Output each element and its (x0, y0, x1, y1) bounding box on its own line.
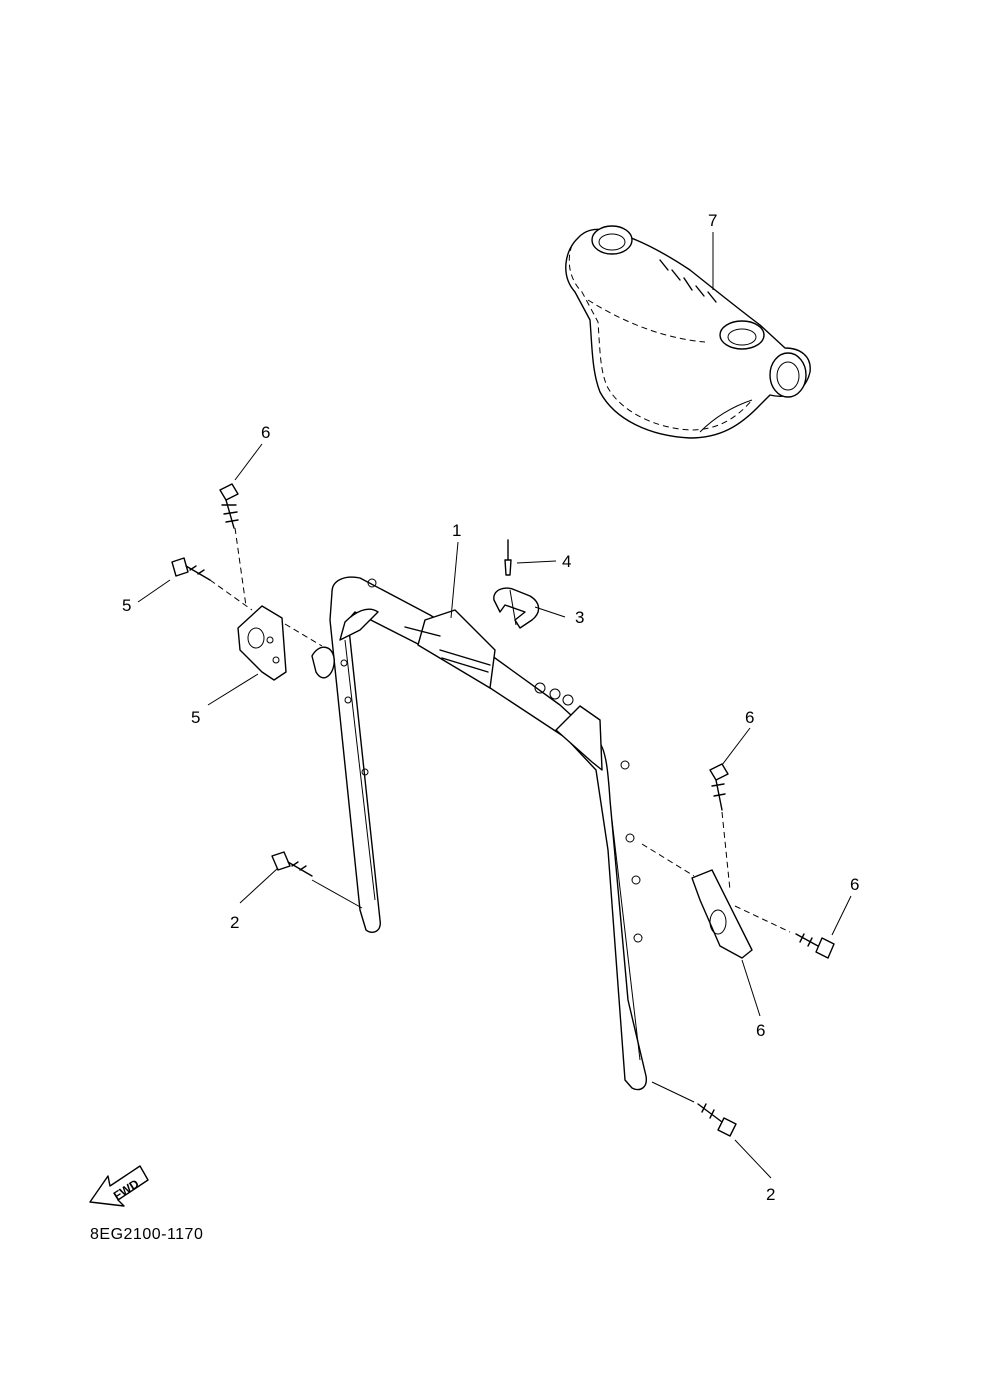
bolt-left-side[interactable] (171, 557, 211, 581)
callout-6-upper-left: 6 (261, 423, 270, 442)
callout-7: 7 (708, 211, 717, 230)
callout-6-left: 5 (122, 596, 131, 615)
callout-2-left: 2 (230, 913, 239, 932)
bracket-right[interactable] (691, 869, 753, 959)
handlebar-frame[interactable] (329, 576, 647, 1091)
handlebar-pad[interactable] (565, 225, 811, 439)
callout-4: 4 (562, 552, 571, 571)
callout-5-right: 6 (756, 1021, 765, 1040)
diagram-code: 8EG2100-1170 (90, 1226, 204, 1243)
callout-6-upper-right: 6 (745, 708, 754, 727)
bolt-right-side[interactable] (795, 933, 835, 959)
bracket-left[interactable] (237, 605, 287, 681)
callout-1: 1 (452, 521, 461, 540)
bolt-left-lower[interactable] (271, 851, 313, 877)
callout-5-left: 5 (191, 708, 200, 727)
fwd-arrow-icon: FWD (89, 1165, 149, 1207)
callout-3: 3 (575, 608, 584, 627)
callout-6-right: 6 (850, 875, 859, 894)
bolt-right-upper[interactable] (709, 763, 729, 811)
callout-2-right: 2 (766, 1185, 775, 1204)
clamp[interactable] (493, 587, 540, 629)
bolt-left-upper[interactable] (219, 483, 239, 529)
pin[interactable] (504, 539, 512, 576)
grommet-left (311, 646, 335, 679)
bolt-right-lower[interactable] (697, 1103, 737, 1137)
